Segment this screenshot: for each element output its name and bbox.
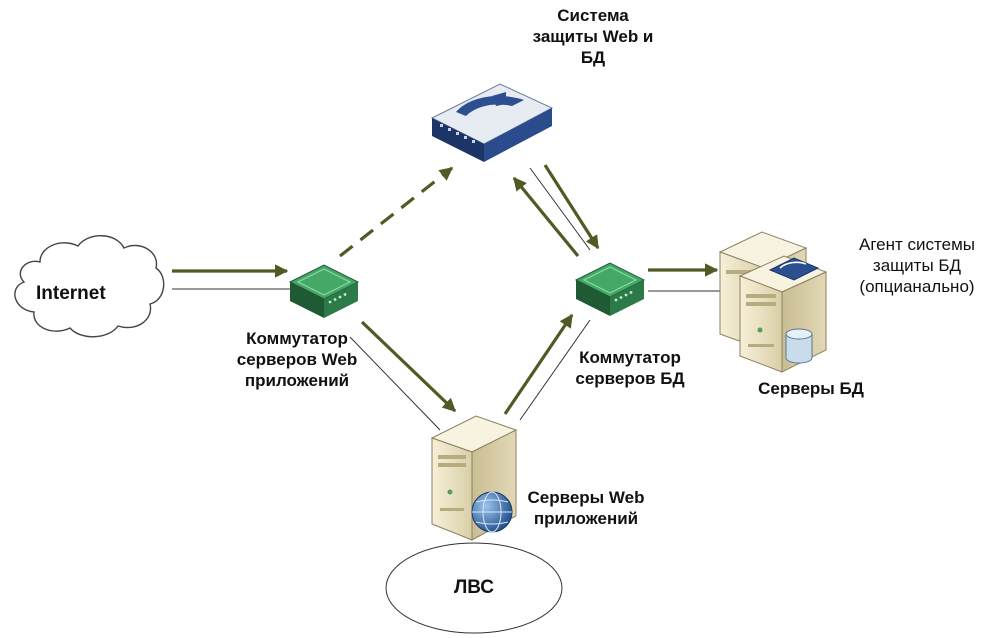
arrow-web-switch-to-web-servers	[360, 320, 457, 413]
agent-label-line-1: Агент системы	[859, 235, 975, 254]
web-servers-label-line-1: Серверы Web	[527, 488, 645, 507]
db-switch-icon	[574, 262, 646, 316]
link-web-servers-db-switch	[519, 319, 591, 421]
agent-label: Агент системы защиты БД (опцианально)	[842, 234, 992, 297]
database-cylinder-icon	[785, 328, 813, 364]
web-switch-label-line-1: Коммутатор	[246, 329, 348, 348]
connection-lines	[172, 167, 720, 431]
globe-icon	[471, 491, 513, 533]
db-servers-label: Серверы БД	[758, 379, 864, 398]
link-web-switch-web-servers	[349, 336, 441, 431]
firewall-label-line-1: Система	[557, 6, 629, 25]
link-firewall-db-switch	[529, 167, 591, 251]
lan-label: ЛВС	[453, 577, 495, 598]
lan-ellipse	[385, 542, 563, 634]
web-switch-icon	[288, 264, 360, 318]
arrow-web-switch-to-firewall	[339, 166, 454, 258]
arrow-db-switch-to-firewall	[512, 176, 580, 258]
arrow-firewall-to-db-switch	[543, 164, 600, 250]
db-switch-label: Коммутатор серверов БД	[557, 347, 703, 389]
firewall-label-line-2: защиты Web и	[532, 27, 654, 46]
internet-cloud-icon	[14, 235, 165, 338]
firewall-appliance-icon	[430, 83, 554, 162]
agent-label-line-2: защиты БД	[872, 256, 962, 275]
db-switch-label-line-1: Коммутатор	[579, 348, 681, 367]
agent-shield-icon	[768, 257, 820, 281]
arrow-web-servers-to-db-switch	[503, 313, 574, 415]
web-switch-label-line-2: серверов Web	[236, 350, 358, 369]
db-switch-label-line-2: серверов БД	[575, 369, 685, 388]
web-servers-label: Серверы Web приложений	[511, 487, 661, 529]
web-switch-label: Коммутатор серверов Web приложений	[222, 328, 372, 391]
agent-label-line-3: (опцианально)	[859, 277, 975, 296]
flow-arrows	[172, 164, 719, 415]
firewall-label: Система защиты Web и БД	[518, 5, 668, 68]
firewall-label-line-3: БД	[580, 48, 606, 67]
web-servers-label-line-2: приложений	[533, 509, 639, 528]
web-switch-label-line-3: приложений	[244, 371, 350, 390]
internet-label: Internet	[36, 283, 106, 304]
